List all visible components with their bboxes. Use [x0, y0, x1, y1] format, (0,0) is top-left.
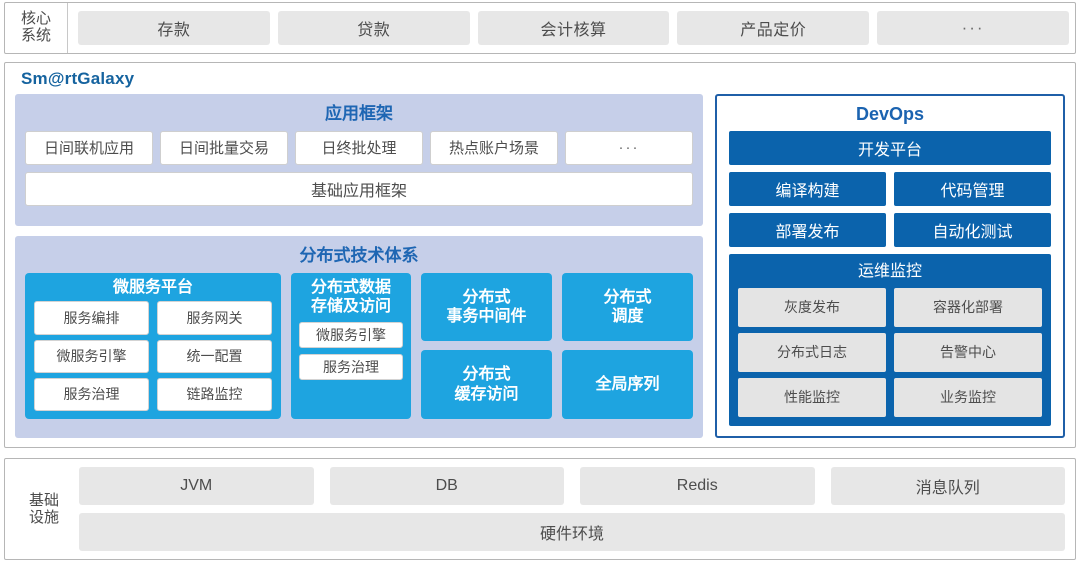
infra-item-hardware-environment[interactable]: 硬件环境	[79, 513, 1065, 551]
ops-chip-performance-monitoring[interactable]: 性能监控	[738, 377, 886, 417]
infrastructure-label-line2: 设施	[28, 509, 59, 526]
ms-chip-unified-config[interactable]: 统一配置	[157, 339, 272, 373]
core-systems-label-line1: 核心	[20, 10, 51, 28]
ds-title-line1: 分布式数据	[310, 278, 391, 296]
distributed-transaction-middleware-title: 分布式 事务中间件	[446, 288, 526, 327]
application-framework-items: 日间联机应用 日间批量交易 日终批处理 热点账户场景 ···	[25, 130, 693, 165]
infrastructure-label: 基础 设施	[15, 467, 73, 551]
application-framework-title: 应用框架	[325, 103, 393, 123]
microservice-platform-chips: 服务编排 服务网关 微服务引擎 统一配置 服务治理 链路监控	[34, 301, 272, 411]
infrastructure-content: JVM DB Redis 消息队列 硬件环境	[73, 467, 1065, 551]
dsch-line2: 调度	[611, 308, 644, 326]
distributed-column-three: 分布式 事务中间件 分布式 缓存访问	[421, 272, 552, 419]
appfw-item-hot-account[interactable]: 热点账户场景	[430, 130, 558, 165]
core-systems-label-line2: 系统	[20, 27, 51, 44]
devops-title: DevOps	[855, 103, 925, 124]
distributed-tech-grid: 微服务平台 服务编排 服务网关 微服务引擎 统一配置 服务治理 链路监控	[25, 272, 693, 419]
global-sequence-title: 全局序列	[595, 375, 659, 395]
global-sequence-tile[interactable]: 全局序列	[562, 350, 693, 419]
ds-chip-service-governance[interactable]: 服务治理	[299, 353, 403, 380]
dtm-line1: 分布式	[462, 288, 511, 306]
devops-row-1: 编译构建 代码管理	[729, 171, 1051, 206]
infra-item-message-queue[interactable]: 消息队列	[830, 467, 1065, 505]
smartgalaxy-left-column: 应用框架 日间联机应用 日间批量交易 日终批处理 热点账户场景 ··· 基础应用…	[15, 93, 703, 438]
devops-panel: DevOps 开发平台 编译构建 代码管理 部署发布 自动化测试 运维监控 灰度…	[715, 93, 1065, 438]
infrastructure-label-line1: 基础	[28, 491, 59, 509]
dca-line2: 缓存访问	[454, 385, 519, 403]
infra-item-redis[interactable]: Redis	[580, 467, 815, 505]
microservice-platform-tile[interactable]: 微服务平台 服务编排 服务网关 微服务引擎 统一配置 服务治理 链路监控	[25, 272, 281, 419]
ops-chip-business-monitoring[interactable]: 业务监控	[894, 377, 1042, 417]
smartgalaxy-right-column: DevOps 开发平台 编译构建 代码管理 部署发布 自动化测试 运维监控 灰度…	[715, 93, 1065, 438]
devops-compile-build[interactable]: 编译构建	[729, 171, 886, 206]
distributed-transaction-middleware-tile[interactable]: 分布式 事务中间件	[421, 272, 552, 342]
infrastructure-hardware-row: 硬件环境	[79, 513, 1065, 551]
dtm-line2: 事务中间件	[446, 308, 527, 326]
distributed-cache-access-title: 分布式 缓存访问	[454, 365, 518, 404]
ms-chip-service-orchestration[interactable]: 服务编排	[34, 301, 149, 335]
ds-title-line2: 存储及访问	[310, 298, 391, 316]
distributed-tech-block: 分布式技术体系 微服务平台 服务编排 服务网关 微服务引擎 统一配置 服务治理	[15, 235, 703, 438]
ops-chip-distributed-logging[interactable]: 分布式日志	[738, 332, 886, 372]
dca-line1: 分布式	[462, 366, 511, 384]
infra-item-jvm[interactable]: JVM	[79, 467, 314, 505]
ms-chip-trace-monitoring[interactable]: 链路监控	[157, 377, 272, 411]
smartgalaxy-title: Sm@rtGalaxy	[21, 69, 135, 88]
ops-chip-containerized-deployment[interactable]: 容器化部署	[894, 287, 1042, 327]
ops-chip-alert-center[interactable]: 告警中心	[894, 332, 1042, 372]
devops-deploy-release[interactable]: 部署发布	[729, 212, 886, 247]
core-systems-section: 核心 系统 存款 贷款 会计核算 产品定价 ···	[4, 2, 1076, 54]
distributed-data-storage-tile[interactable]: 分布式数据 存储及访问 微服务引擎 服务治理	[291, 272, 411, 419]
devops-row-2: 部署发布 自动化测试	[729, 212, 1051, 247]
distributed-column-four: 分布式 调度 全局序列	[562, 272, 693, 419]
infrastructure-items-row: JVM DB Redis 消息队列	[79, 467, 1065, 505]
application-framework-block: 应用框架 日间联机应用 日间批量交易 日终批处理 热点账户场景 ··· 基础应用…	[15, 93, 703, 226]
distributed-scheduling-title: 分布式 调度	[603, 288, 651, 327]
infra-item-db[interactable]: DB	[329, 467, 564, 505]
infrastructure-section: 基础 设施 JVM DB Redis 消息队列 硬件环境	[4, 458, 1076, 560]
ms-chip-service-gateway[interactable]: 服务网关	[157, 301, 272, 335]
dsch-line1: 分布式	[603, 288, 652, 306]
appfw-item-daytime-online[interactable]: 日间联机应用	[25, 130, 153, 165]
distributed-data-storage-title: 分布式数据 存储及访问	[299, 278, 403, 317]
ms-chip-service-governance[interactable]: 服务治理	[34, 377, 149, 411]
smartgalaxy-section: Sm@rtGalaxy 应用框架 日间联机应用 日间批量交易 日终批处理 热点账…	[4, 62, 1076, 448]
devops-automated-testing[interactable]: 自动化测试	[894, 212, 1051, 247]
gseq-line1: 全局序列	[595, 375, 660, 393]
ops-chip-gray-release[interactable]: 灰度发布	[738, 287, 886, 327]
core-item-more[interactable]: ···	[877, 11, 1069, 45]
appfw-item-more[interactable]: ···	[565, 130, 693, 165]
core-item-pricing[interactable]: 产品定价	[677, 11, 870, 45]
core-item-accounting[interactable]: 会计核算	[477, 11, 670, 45]
distributed-scheduling-tile[interactable]: 分布式 调度	[562, 272, 693, 342]
smartgalaxy-body: 应用框架 日间联机应用 日间批量交易 日终批处理 热点账户场景 ··· 基础应用…	[15, 93, 1065, 438]
appfw-item-daytime-batch[interactable]: 日间批量交易	[160, 130, 288, 165]
distributed-cache-access-tile[interactable]: 分布式 缓存访问	[421, 350, 552, 419]
ds-chip-microservice-engine[interactable]: 微服务引擎	[299, 321, 403, 348]
ms-chip-microservice-engine[interactable]: 微服务引擎	[34, 339, 149, 373]
ops-monitoring-chips: 灰度发布 容器化部署 分布式日志 告警中心 性能监控 业务监控	[738, 287, 1042, 417]
core-systems-label: 核心 系统	[5, 3, 68, 53]
appfw-item-eod-batch[interactable]: 日终批处理	[295, 130, 423, 165]
distributed-tech-title: 分布式技术体系	[299, 245, 419, 265]
core-item-loan[interactable]: 贷款	[277, 11, 470, 45]
ops-monitoring-block: 运维监控 灰度发布 容器化部署 分布式日志 告警中心 性能监控 业务监控	[729, 253, 1051, 426]
appfw-base-framework[interactable]: 基础应用框架	[25, 171, 693, 206]
core-item-deposit[interactable]: 存款	[78, 11, 270, 45]
devops-code-management[interactable]: 代码管理	[894, 171, 1051, 206]
ops-monitoring-title: 运维监控	[857, 262, 922, 280]
microservice-platform-title: 微服务平台	[112, 278, 193, 296]
devops-dev-platform[interactable]: 开发平台	[729, 130, 1051, 165]
core-systems-items: 存款 贷款 会计核算 产品定价 ···	[68, 3, 1075, 53]
distributed-data-storage-chips: 微服务引擎 服务治理	[299, 321, 403, 411]
